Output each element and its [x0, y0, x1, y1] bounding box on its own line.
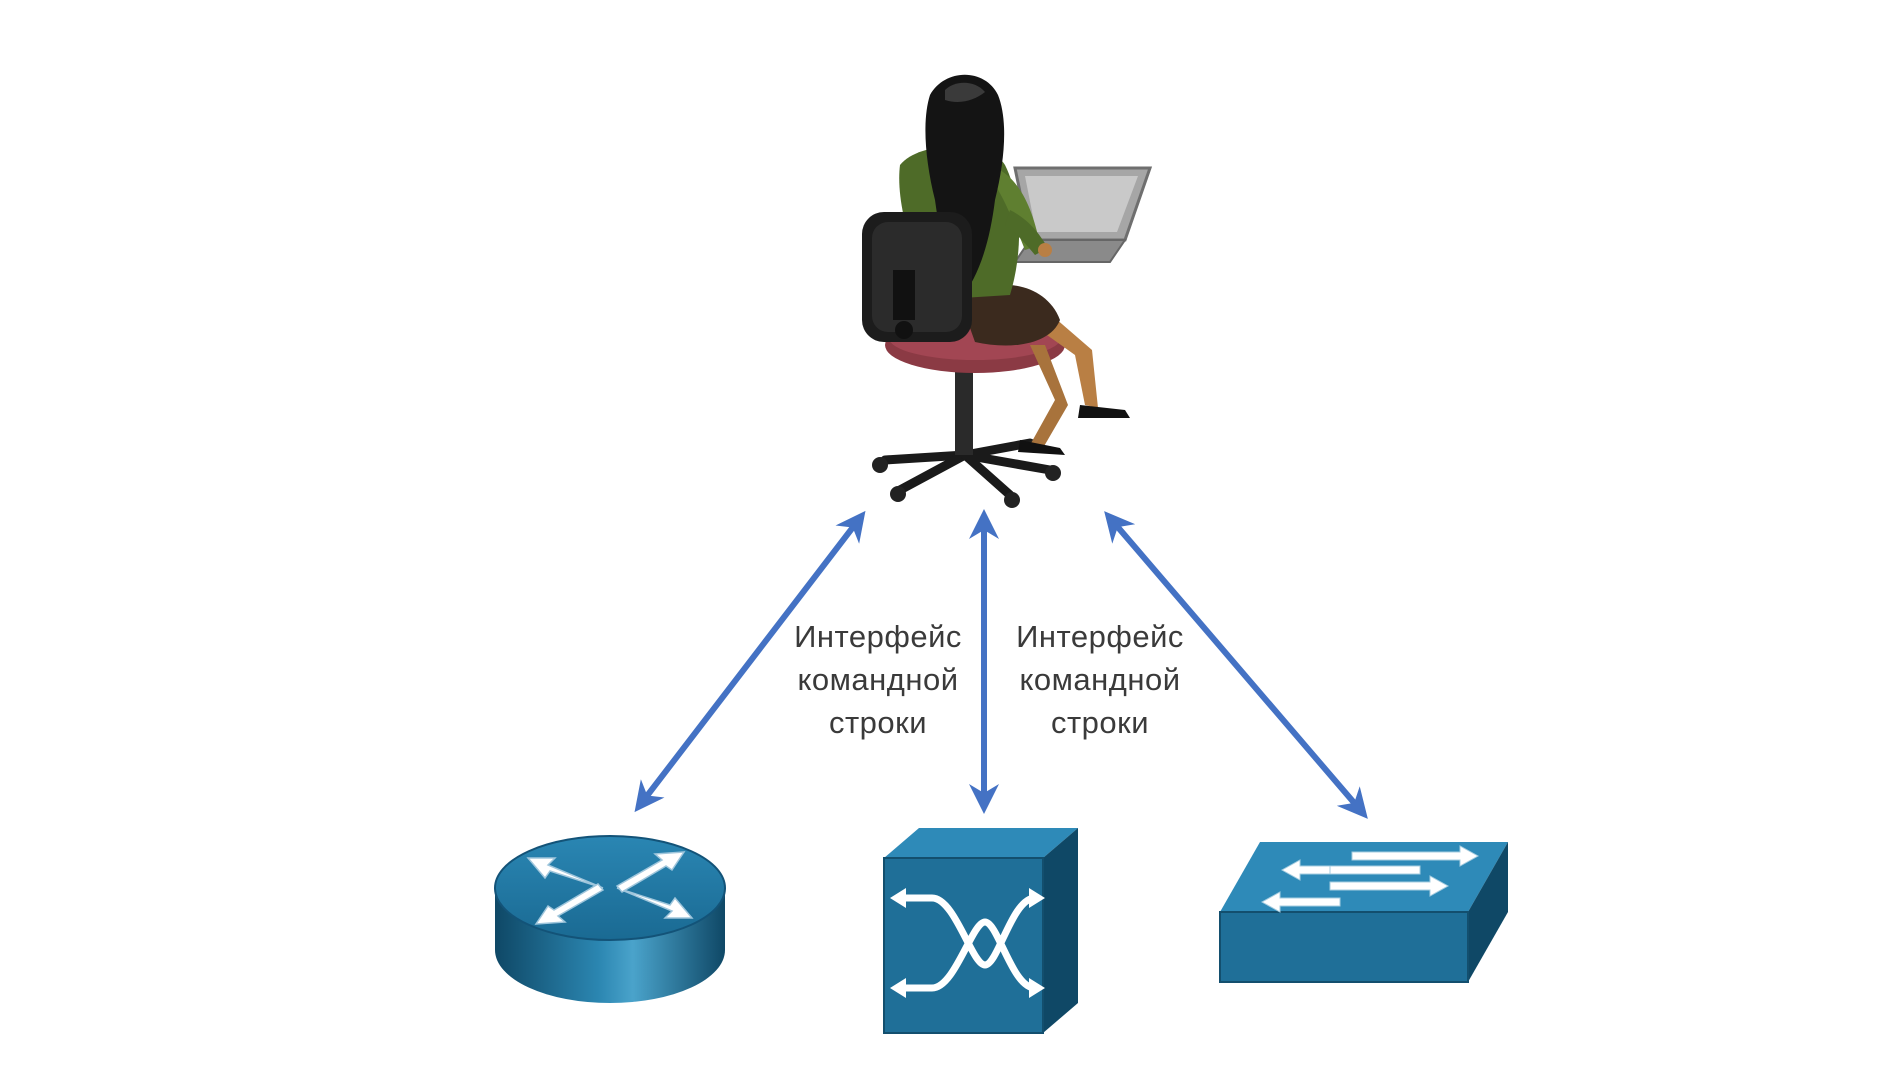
cli-label-line: командной — [797, 662, 959, 697]
switch-icon — [1219, 842, 1508, 983]
router-icon — [494, 835, 726, 1003]
cli-label-right: Интерфейс командной строки — [980, 615, 1220, 744]
arrow-admin-router — [634, 510, 866, 813]
cli-label-line: строки — [1050, 705, 1150, 740]
cli-label-line: командной — [1019, 662, 1181, 697]
cli-links — [634, 509, 1368, 819]
multilayer-switch-icon — [883, 828, 1078, 1034]
cli-label-left: Интерфейс командной строки — [758, 615, 998, 744]
arrow-admin-switch — [1104, 511, 1368, 819]
cli-label-line: Интерфейс — [794, 619, 962, 654]
cli-label-line: Интерфейс — [1016, 619, 1184, 654]
cli-label-line: строки — [828, 705, 928, 740]
admin-at-laptop-icon — [862, 74, 1153, 508]
